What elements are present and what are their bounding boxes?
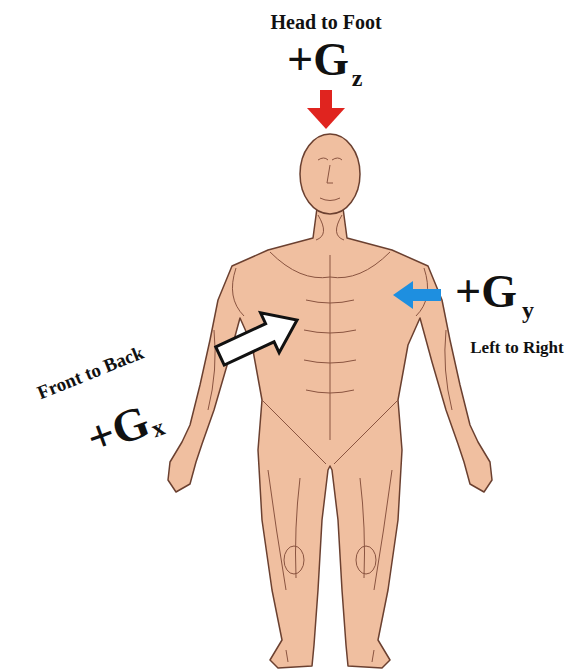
axis-symbol: +G — [287, 37, 349, 83]
axis-subscript: y — [522, 298, 534, 322]
gz-arrow — [307, 90, 345, 129]
gy-arrow — [393, 281, 441, 309]
muscle-lines — [208, 158, 452, 662]
axis-symbol: +G — [81, 398, 155, 462]
axis-subscript: z — [352, 66, 363, 90]
head — [300, 134, 360, 214]
axis-description: Left to Right — [470, 339, 563, 356]
axis-description: Head to Foot — [270, 12, 381, 32]
body-silhouette — [168, 208, 492, 668]
gx-arrow — [211, 300, 307, 376]
axis-symbol: +G — [455, 269, 517, 315]
axis-description: Front to Back — [34, 342, 146, 402]
